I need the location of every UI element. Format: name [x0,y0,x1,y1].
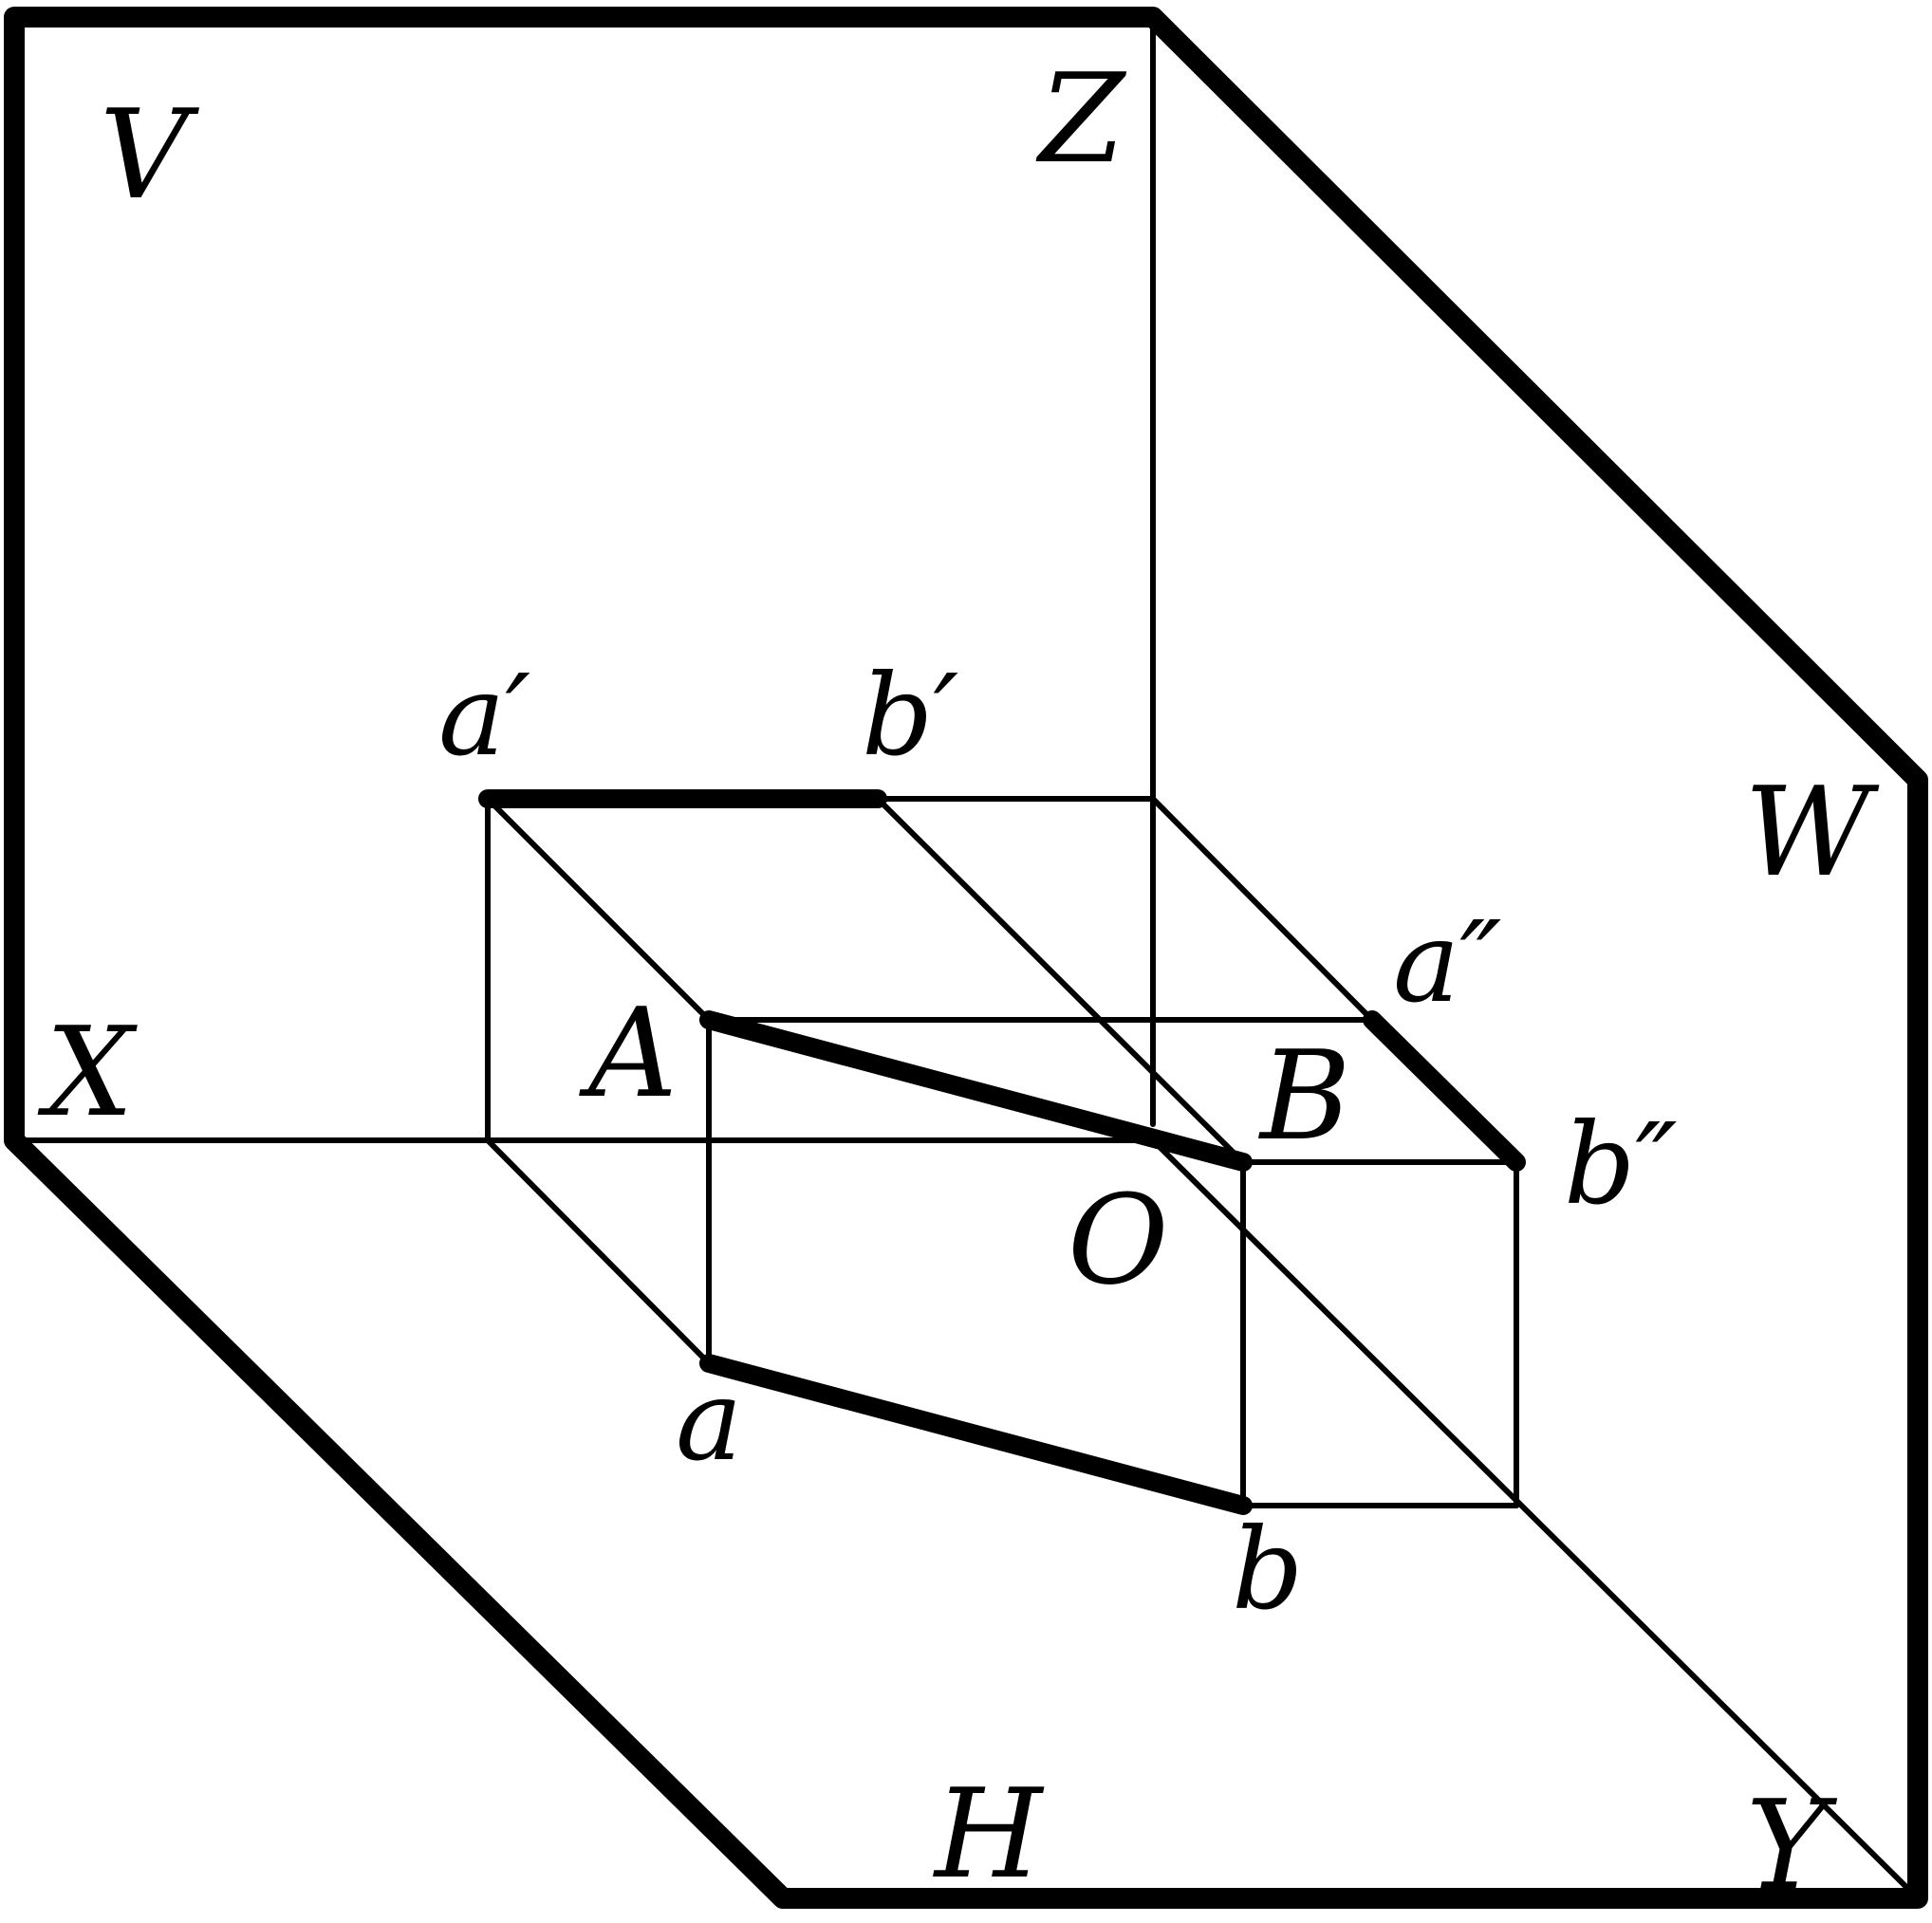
origin-label: O [1068,1168,1169,1312]
plane-h-label: H [933,1762,1045,1906]
segment-side-projection [1363,1010,1526,1172]
projector-x-to-a-top [485,1137,712,1366]
segment-space-AB [699,1010,1253,1172]
axis-x-label: X [37,1000,138,1144]
plane-v-label: V [100,83,199,227]
point-b-front-label: b′ [862,650,959,781]
projector-b-front-to-B [875,796,1246,1165]
point-b-side-label: b″ [1564,1099,1678,1230]
point-B-label: B [1258,1024,1351,1168]
point-a-side-label: a″ [1393,897,1501,1027]
point-a-top-label: a [676,1355,742,1486]
projector-a-front-to-A [485,796,712,1023]
projector-z-to-a-side [1150,796,1375,1023]
plane-w-label: W [1744,760,1880,904]
point-a-front-label: a′ [438,650,530,781]
axis-y-label: Y [1746,1773,1838,1917]
construction-lines [11,14,1921,1901]
plane-outline [4,7,1928,1909]
axis-z-label: Z [1035,46,1127,191]
point-A-label: A [579,981,678,1125]
point-b-top-label: b [1232,1504,1304,1635]
segments [478,789,1526,1515]
labels: V W H Z X Y O A B a′ b′ a b a″ b″ [37,46,1880,1917]
y-axis-diagonal [1150,1137,1921,1901]
segment-top-projection [699,1354,1253,1515]
